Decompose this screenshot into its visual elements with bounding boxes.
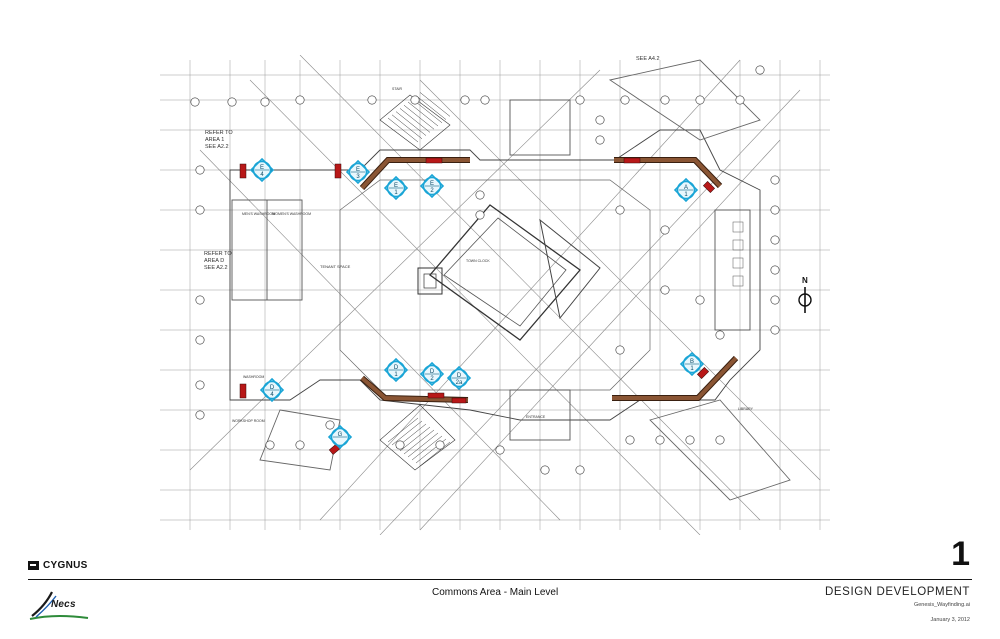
sign-marker-g: G bbox=[327, 424, 353, 450]
plan-gridlines bbox=[160, 60, 830, 530]
sheet-number: 1 bbox=[951, 535, 970, 573]
brand-icon bbox=[28, 561, 39, 570]
necs-logo: Necs bbox=[28, 588, 98, 622]
room-label-clock: TOWN CLOCK bbox=[466, 259, 490, 263]
see-note: SEE A4.2 bbox=[636, 56, 660, 62]
sign-location-marks bbox=[239, 157, 716, 455]
sign-number: 2 bbox=[430, 376, 434, 382]
room-label-tenant: TENANT SPACE bbox=[320, 264, 351, 269]
sign-number: 2 bbox=[430, 188, 434, 194]
stair-hatching bbox=[387, 92, 451, 467]
sign-letter: D bbox=[457, 373, 462, 379]
room-label-library: LIBRARY bbox=[738, 407, 754, 411]
sign-letter: E bbox=[430, 181, 434, 187]
building-outline bbox=[229, 59, 791, 501]
logo-text: Necs bbox=[51, 599, 76, 610]
sign-marker-e4: E4 bbox=[249, 157, 275, 183]
sign-marker-d4: D4 bbox=[259, 377, 285, 403]
refer-note-2-line-2: AREA D bbox=[204, 258, 224, 264]
file-name: Genesis_Wayfinding.ai bbox=[913, 602, 970, 608]
sign-marker-e3: E3 bbox=[345, 159, 371, 185]
sign-number: 1 bbox=[684, 192, 688, 198]
sign-marker-d2: D2 bbox=[419, 361, 445, 387]
north-label: N bbox=[802, 276, 808, 285]
sign-letter: E bbox=[356, 167, 360, 173]
project-phase: DESIGN DEVELOPMENT bbox=[825, 586, 970, 598]
footer-divider bbox=[28, 579, 972, 580]
sign-number: 1 bbox=[690, 366, 694, 372]
sign-number: 4 bbox=[270, 392, 274, 398]
sign-marker-e1: E1 bbox=[383, 175, 409, 201]
room-label-mens: MEN'S WASHROOM bbox=[242, 212, 275, 216]
sign-marker-d1: D1 bbox=[383, 357, 409, 383]
floor-plan: REFER TO AREA 1 SEE A2.2 REFER TO AREA D… bbox=[160, 55, 830, 535]
north-arrow: N bbox=[798, 276, 812, 313]
sign-letter: B bbox=[690, 359, 694, 365]
drawing-date: January 3, 2012 bbox=[930, 617, 970, 623]
sign-number: 2a bbox=[456, 380, 463, 386]
sign-marker-b1: B1 bbox=[679, 351, 705, 377]
sign-letter: D bbox=[394, 365, 399, 371]
sign-letter: E bbox=[394, 183, 398, 189]
sign-marker-e2: E2 bbox=[419, 173, 445, 199]
refer-note-2-line-3: SEE A2.2 bbox=[204, 265, 228, 271]
brand: CYGNUS bbox=[28, 560, 88, 571]
room-label-workshop: WORKSHOP ROOM bbox=[232, 419, 265, 423]
sign-number: 1 bbox=[394, 372, 398, 378]
sign-number: 3 bbox=[356, 174, 360, 180]
refer-note-1-line-3: SEE A2.2 bbox=[205, 144, 229, 150]
sign-letter: E bbox=[260, 165, 264, 171]
sign-number: 4 bbox=[260, 172, 264, 178]
brand-name: CYGNUS bbox=[43, 560, 88, 571]
refer-note-1-line-2: AREA 1 bbox=[205, 137, 224, 143]
floor-plan-drawing: REFER TO AREA 1 SEE A2.2 REFER TO AREA D… bbox=[160, 55, 830, 535]
room-label-entrance: ENTRANCE bbox=[526, 415, 546, 419]
logo-swoosh-icon bbox=[29, 591, 89, 620]
refer-note-2-line-1: REFER TO bbox=[204, 251, 232, 257]
sign-letter: A bbox=[684, 185, 688, 191]
grid-bubbles bbox=[190, 65, 780, 475]
room-label-washroom: WASHROOM bbox=[243, 375, 264, 379]
sign-letter: D bbox=[270, 385, 275, 391]
sign-letter: G bbox=[338, 432, 343, 438]
room-label-stair: STAIR bbox=[392, 87, 403, 91]
diagonal-lines bbox=[189, 55, 821, 535]
feature-wall-bands bbox=[359, 157, 739, 403]
refer-note-1-line-1: REFER TO bbox=[205, 130, 233, 136]
room-label-womens: WOMEN'S WASHROOM bbox=[272, 212, 311, 216]
sign-letter: D bbox=[430, 369, 435, 375]
sheet-title: Commons Area - Main Level bbox=[432, 587, 559, 598]
plan-labels: REFER TO AREA 1 SEE A2.2 REFER TO AREA D… bbox=[204, 56, 754, 423]
sign-number: 1 bbox=[394, 190, 398, 196]
sign-marker-d2a: D2a bbox=[446, 365, 472, 391]
sign-marker-a1: A1 bbox=[673, 177, 699, 203]
